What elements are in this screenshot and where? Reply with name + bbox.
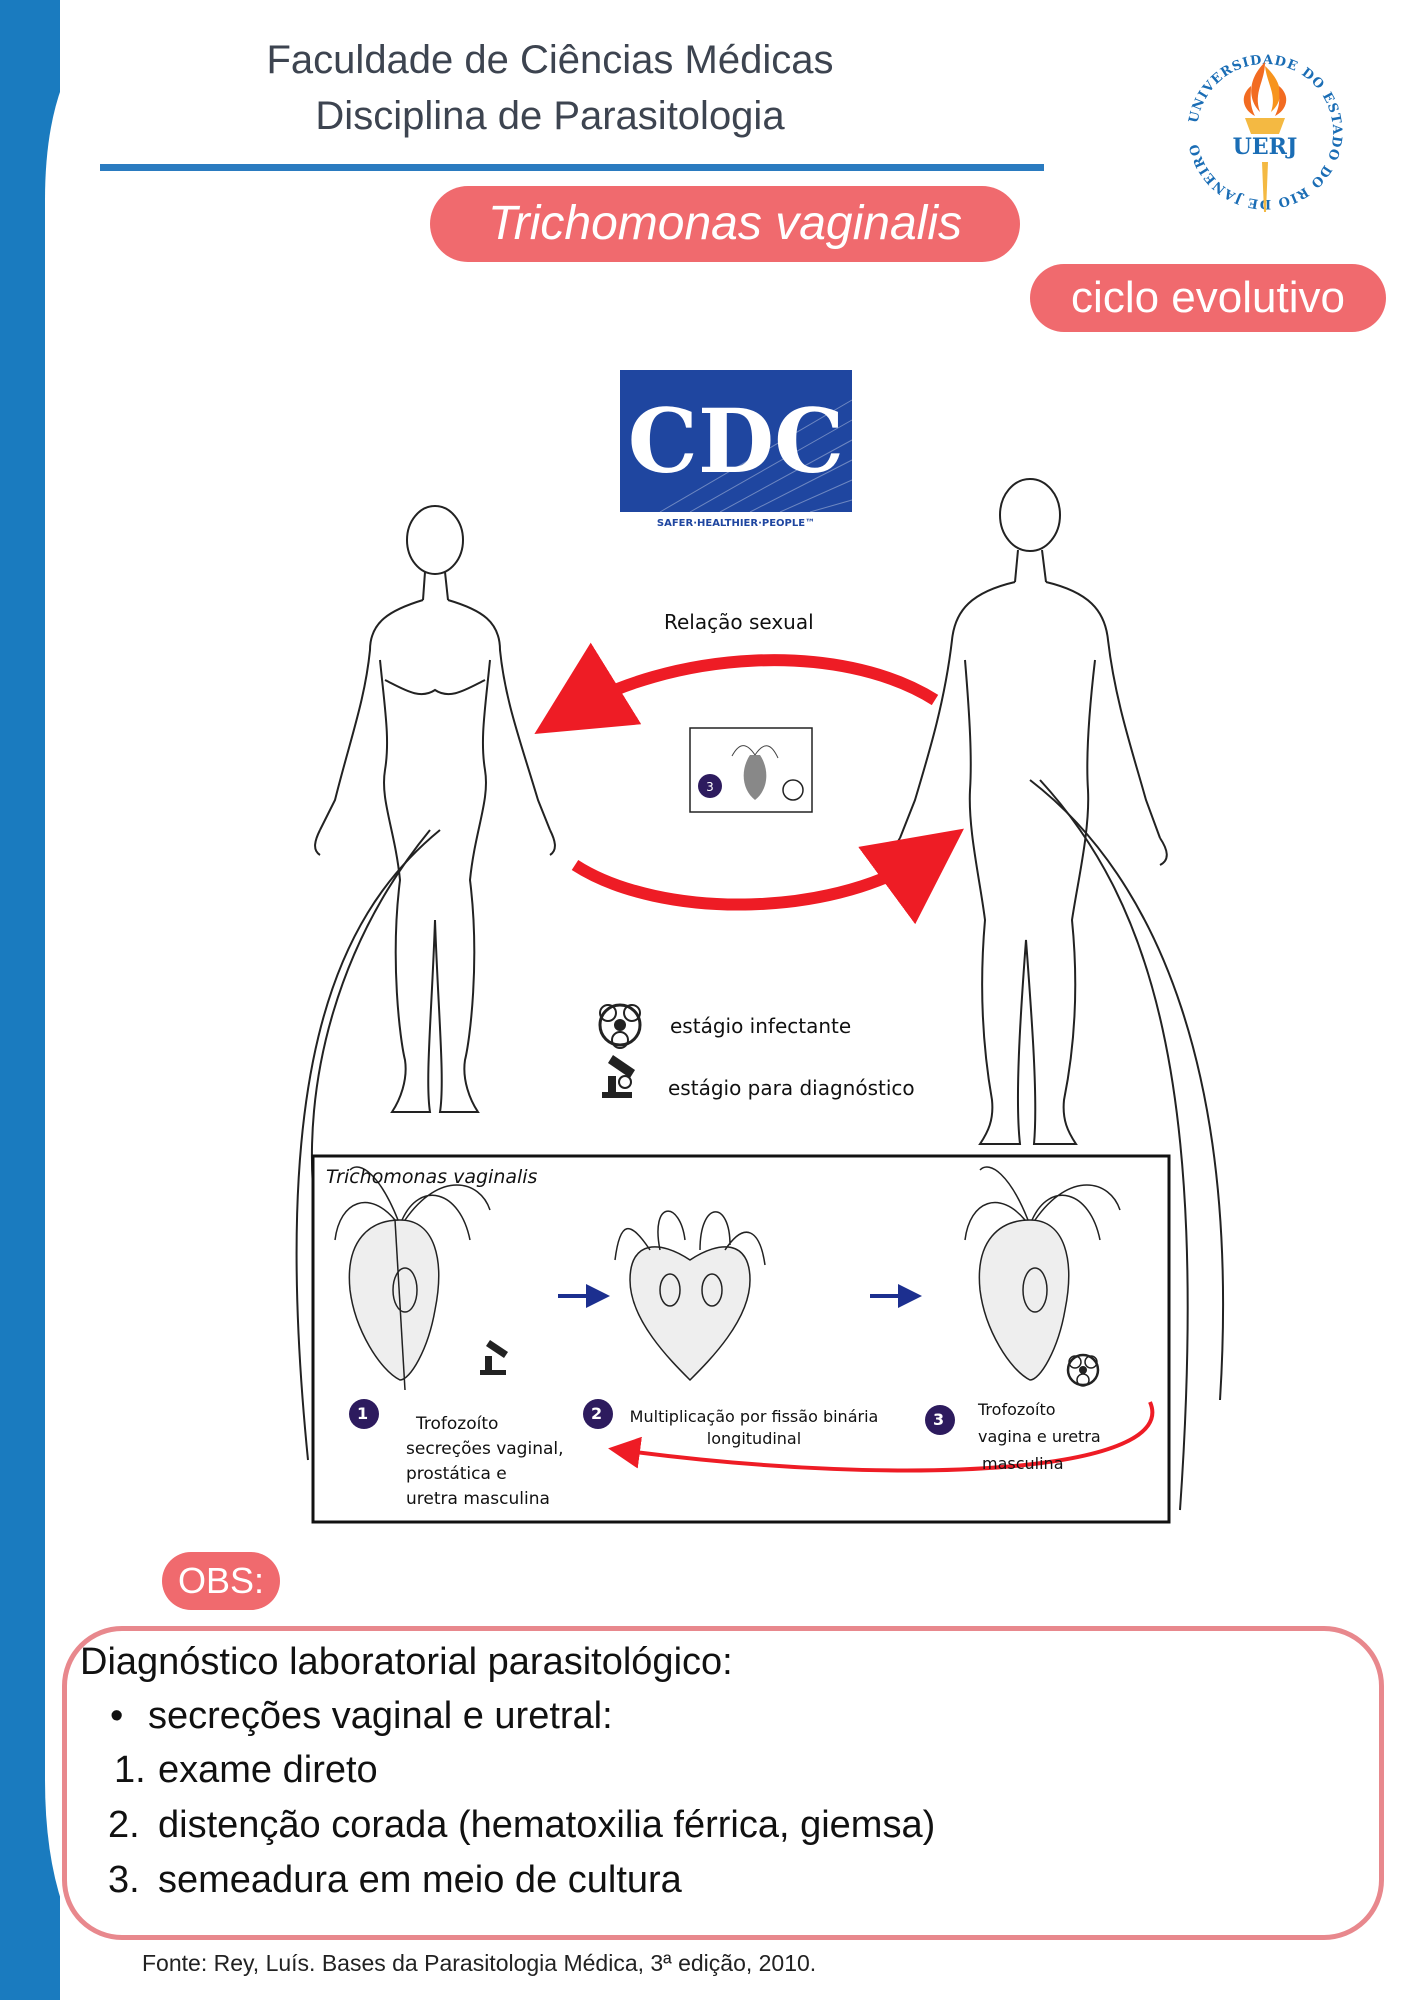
obs-item-3: semeadura em meio de cultura: [158, 1859, 682, 1901]
obs-bullet-marker: •: [110, 1695, 124, 1737]
life-cycle-diagram: CDC SAFER·HEALTHIER·PEOPLE™: [220, 360, 1300, 1530]
biohazard-icon: [598, 1003, 642, 1049]
center-inset: 3: [689, 727, 813, 813]
female-body: [314, 505, 556, 1113]
diagram-drawing: CDC SAFER·HEALTHIER·PEOPLE™: [295, 370, 1225, 1524]
stage-1-line-1: Trofozoíto: [416, 1414, 499, 1434]
obs-item-1-number: 1.: [114, 1749, 146, 1791]
stage-3-line-1: Trofozoíto: [978, 1400, 1056, 1419]
stage-3-line-2: vagina e uretra: [978, 1427, 1101, 1446]
discipline-name: Disciplina de Parasitologia: [315, 94, 785, 138]
obs-heading: Diagnóstico laboratorial parasitológico:: [80, 1641, 733, 1683]
cdc-abbrev: CDC: [628, 389, 844, 493]
stage-3-label: Trofozoíto vagina e uretra masculina: [978, 1396, 1101, 1477]
trophozoite-drawing-1: [334, 1166, 491, 1391]
source-citation: Fonte: Rey, Luís. Bases da Parasitologia…: [142, 1950, 817, 1976]
stage-1-badge: 1: [357, 1404, 369, 1423]
trophozoite-drawing-3: [964, 1166, 1121, 1381]
uerj-logo: UNIVERSIDADE DO ESTADO DO RIO DE JANEIRO…: [1187, 53, 1343, 212]
stage-1-label: Trofozoíto secreções vaginal, prostática…: [406, 1412, 564, 1512]
faculty-name: Faculdade de Ciências Médicas: [266, 38, 834, 82]
obs-label: OBS:: [162, 1552, 280, 1610]
panel-title: Trichomonas vaginalis: [326, 1166, 538, 1188]
cdc-tagline: SAFER·HEALTHIER·PEOPLE™: [657, 518, 815, 529]
obs-item-1: exame direto: [158, 1749, 378, 1791]
legend-diagnostic: estágio para diagnóstico: [668, 1076, 915, 1100]
title-pill: Trichomonas vaginalis: [430, 186, 1020, 262]
male-body: [892, 478, 1168, 1145]
stage-3-badge: 3: [933, 1410, 945, 1429]
stage-1-line-2: secreções vaginal,: [406, 1439, 564, 1459]
obs-box: [62, 1626, 1384, 1940]
microscope-icon: [602, 1055, 635, 1098]
stage-2-badge: 2: [591, 1404, 603, 1423]
transmission-label: Relação sexual: [664, 610, 814, 634]
legend-infective: estágio infectante: [670, 1014, 852, 1038]
uerj-abbrev: UERJ: [1233, 134, 1298, 160]
subtitle-pill: ciclo evolutivo: [1030, 264, 1386, 332]
stage-2-label: Multiplicação por fissão binária longitu…: [624, 1406, 884, 1450]
obs-bullet: secreções vaginal e uretral:: [148, 1695, 613, 1737]
obs-item-3-number: 3.: [108, 1859, 140, 1901]
biohazard-icon: [1066, 1353, 1100, 1387]
stage-2-line-1: Multiplicação por fissão binária: [629, 1407, 879, 1426]
obs-item-2: distenção corada (hematoxilia férrica, g…: [158, 1804, 936, 1846]
header-rule: [100, 164, 1044, 171]
stage-3-line-3: masculina: [982, 1454, 1064, 1473]
center-badge-number: 3: [706, 780, 714, 794]
obs-item-2-number: 2.: [108, 1804, 140, 1846]
stage-1-line-4: uretra masculina: [406, 1489, 550, 1509]
dividing-trophozoite-drawing: [614, 1210, 766, 1382]
stage-1-line-3: prostática e: [406, 1464, 507, 1484]
microscope-icon: [480, 1340, 508, 1375]
stage-2-line-2: longitudinal: [706, 1429, 802, 1448]
cdc-logo: CDC SAFER·HEALTHIER·PEOPLE™: [620, 370, 853, 529]
